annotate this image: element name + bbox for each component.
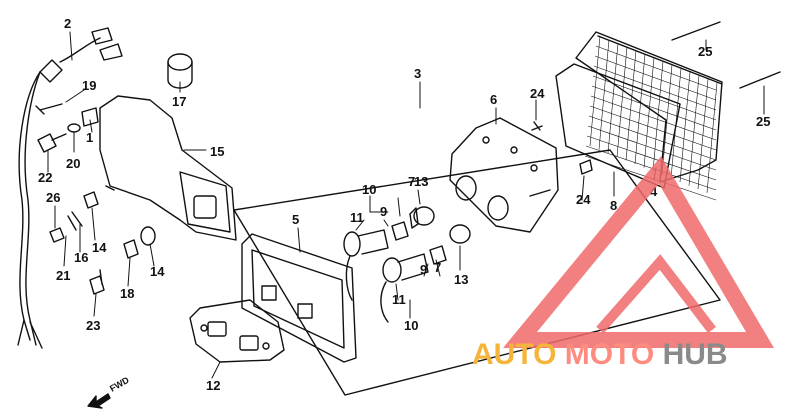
wm-moto: MOTO: [565, 338, 654, 371]
part-8-gasket: [555, 63, 681, 189]
callout-20: 20: [66, 156, 80, 171]
callout-2: 2: [64, 16, 71, 31]
hatch-line: [688, 75, 700, 186]
callout-18: 18: [120, 286, 134, 301]
callout-25: 25: [698, 44, 712, 59]
hatch-line: [585, 145, 717, 191]
hatch-line: [670, 68, 682, 179]
callout-11: 11: [392, 292, 406, 307]
part-15-housing: [99, 95, 237, 241]
callout-12: 12: [206, 378, 220, 393]
part-5-base-plate: [241, 233, 357, 363]
wiring-harness-part: [17, 27, 123, 349]
callout-11: 11: [350, 210, 364, 225]
fwd-label: FWD: [108, 375, 131, 394]
callout-24: 24: [530, 86, 545, 101]
hatch-line: [598, 39, 610, 150]
wm-hub: HUB: [663, 338, 728, 371]
callout-8: 8: [610, 198, 617, 213]
hatch-line: [625, 50, 637, 161]
leader-lines: [47, 31, 765, 379]
hatch-line: [643, 57, 655, 168]
upper-socket-assembly: [343, 206, 435, 301]
part-20-washer: [67, 123, 81, 133]
callout-14: 14: [150, 264, 165, 279]
hatch-line: [593, 65, 717, 111]
callout-13: 13: [454, 272, 468, 287]
part-22-bolt: [37, 133, 67, 153]
hatch-line: [590, 95, 717, 141]
logo-inner-mark-icon: [596, 254, 716, 334]
callout-7: 7: [434, 260, 441, 275]
callout-14: 14: [92, 240, 107, 255]
lower-socket-assembly: [380, 224, 471, 323]
hatch-line: [595, 45, 717, 91]
callout-19: 19: [82, 78, 96, 93]
hatch-line: [616, 46, 628, 157]
hatch-line: [679, 71, 691, 183]
hatch-line: [589, 35, 601, 147]
part-1-spacer: [81, 107, 99, 127]
hatch-line: [652, 61, 664, 172]
hatch-line: [588, 115, 717, 161]
callout-6: 6: [490, 92, 497, 107]
small-fasteners: [49, 185, 156, 295]
hatch-line: [587, 125, 717, 171]
hatch-line: [591, 85, 717, 131]
part-12-gasket: [189, 299, 285, 363]
hatch-line: [661, 64, 673, 175]
callout-23: 23: [86, 318, 100, 333]
callout-25: 25: [756, 114, 770, 129]
callout-1: 1: [86, 130, 93, 145]
callout-22: 22: [38, 170, 52, 185]
hatch-line: [697, 79, 709, 190]
watermark-logo: [503, 156, 774, 348]
hatch-line: [586, 135, 717, 181]
callout-5: 5: [292, 212, 299, 227]
part-24-screw-upper: [531, 121, 543, 131]
part-24-screw-lower: [579, 159, 593, 175]
part-25-screw-top: [671, 21, 721, 41]
fwd-arrow-icon: [87, 393, 111, 409]
callout-16: 16: [74, 250, 88, 265]
callout-15: 15: [210, 144, 224, 159]
callout-9: 9: [420, 262, 427, 277]
wm-auto: AUTO: [472, 338, 556, 371]
part-6-reflector: [449, 117, 559, 233]
hatch-line: [634, 53, 646, 165]
callout-26: 26: [46, 190, 60, 205]
hatch-line: [592, 75, 717, 121]
callout-10: 10: [362, 182, 376, 197]
hatch-line: [607, 43, 619, 154]
callout-17: 17: [172, 94, 186, 109]
logo-triangle-icon: [503, 156, 774, 348]
callout-9: 9: [380, 204, 387, 219]
callout-10: 10: [404, 318, 418, 333]
part-25-screw-right: [739, 71, 781, 89]
callout-21: 21: [56, 268, 70, 283]
callout-4: 4: [650, 184, 658, 199]
watermark-text: AUTO MOTO HUB: [472, 338, 728, 371]
callout-13: 13: [414, 174, 428, 189]
part-19-screw: [35, 103, 63, 115]
callout-3: 3: [414, 66, 421, 81]
callout-7: 7: [408, 174, 415, 189]
part-4-lens: [575, 31, 723, 183]
assembly-frame: [233, 149, 721, 396]
callout-24: 24: [576, 192, 591, 207]
hatch-line: [594, 55, 717, 101]
hatch-line: [706, 82, 718, 193]
hatch-line: [589, 105, 717, 151]
